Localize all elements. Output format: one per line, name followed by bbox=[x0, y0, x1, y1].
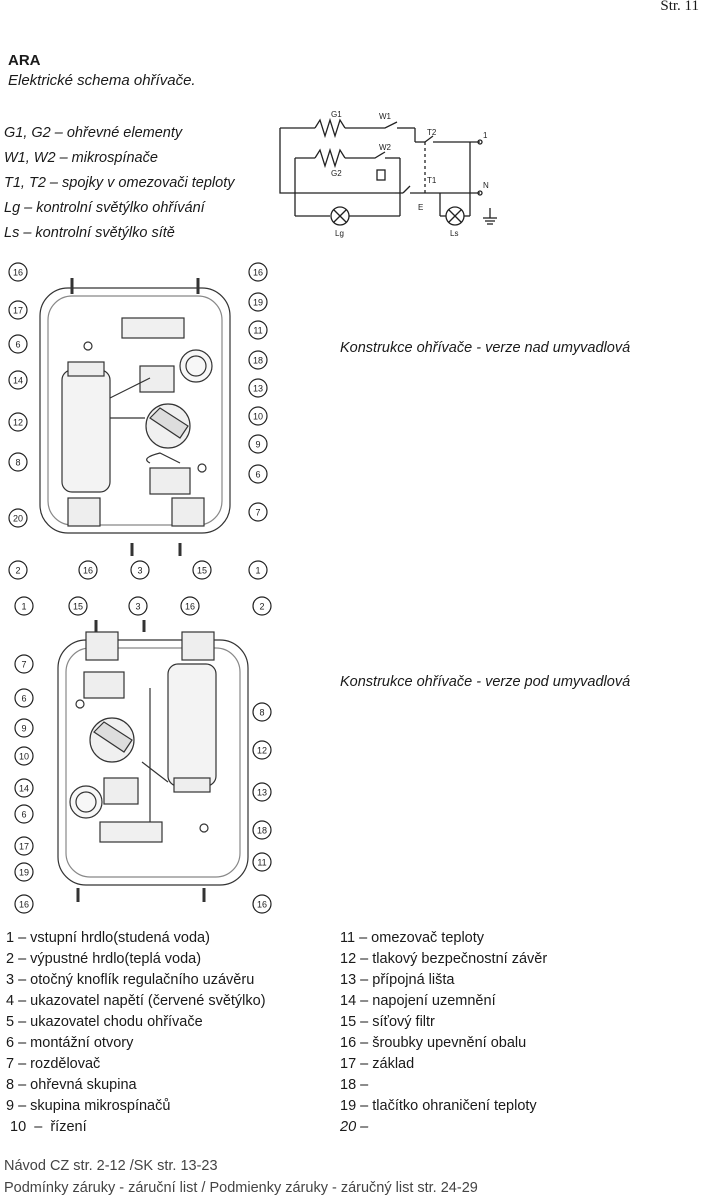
callout-number: 16 bbox=[83, 566, 93, 576]
callout-number: 7 bbox=[255, 508, 260, 518]
callout-number: 19 bbox=[253, 298, 263, 308]
callout-number: 14 bbox=[13, 376, 23, 386]
callout-number: 16 bbox=[253, 268, 263, 278]
callout-number: 19 bbox=[19, 868, 29, 878]
part-item: 19 – tlačítko ohraničení teploty bbox=[340, 1098, 537, 1114]
label-ls: Ls bbox=[450, 229, 458, 238]
label-1: 1 bbox=[483, 131, 488, 140]
callout-number: 8 bbox=[15, 458, 20, 468]
callout-number: 2 bbox=[259, 602, 264, 612]
callout-number: 7 bbox=[21, 660, 26, 670]
callout-number: 1 bbox=[255, 566, 260, 576]
legend-item: T1, T2 – spojky v omezovači teploty bbox=[4, 175, 235, 191]
callout-number: 11 bbox=[257, 858, 266, 868]
electric-schematic: G1 G2 W1 W2 T2 T1 1 N Lg Ls E bbox=[279, 110, 497, 238]
label-e: E bbox=[418, 203, 423, 212]
section-subtitle: Elektrické schema ohřívače. bbox=[8, 72, 196, 89]
legend-item: Lg – kontrolní světýlko ohřívání bbox=[4, 200, 205, 216]
callout-number: 6 bbox=[255, 470, 260, 480]
diagram-caption-below: Konstrukce ohřívače - verze pod umyvadlo… bbox=[340, 674, 631, 690]
label-w1: W1 bbox=[379, 112, 392, 121]
part-item: 16 – šroubky upevnění obalu bbox=[340, 1035, 527, 1051]
callout-number: 13 bbox=[253, 384, 263, 394]
callout-number: 6 bbox=[21, 694, 26, 704]
part-item: 13 – přípojná lišta bbox=[340, 972, 455, 988]
label-lg: Lg bbox=[335, 229, 344, 238]
callout-number: 16 bbox=[19, 900, 29, 910]
construction-diagram-below-sink: 1 15 3 16 2 7 6 8 9 12 10 14 13 6 18 17 11 19 16 16 bbox=[14, 596, 272, 914]
parts-list-right: 11 – omezovač teploty 12 – tlakový bezpe… bbox=[340, 928, 547, 1138]
legend-item: W1, W2 – mikrospínače bbox=[4, 150, 158, 166]
footer-line: Podmínky záruky - záruční list / Podmien… bbox=[4, 1180, 478, 1196]
callout-number: 14 bbox=[19, 784, 29, 794]
part-item: 12 – tlakový bezpečnostní závěr bbox=[340, 951, 548, 967]
callout-number: 8 bbox=[259, 708, 264, 718]
part-item: 2 – výpustné hrdlo(teplá voda) bbox=[6, 951, 202, 967]
part-item: 8 – ohřevná skupina bbox=[6, 1077, 137, 1093]
callout-number: 17 bbox=[13, 306, 23, 316]
part-item: 4 – ukazovatel napětí (červené světýlko) bbox=[6, 993, 266, 1009]
part-item: 9 – skupina mikrospínačů bbox=[6, 1098, 171, 1114]
diagram-caption-above: Konstrukce ohřívače - verze nad umyvadlo… bbox=[340, 340, 631, 356]
callout-number: 1 bbox=[21, 602, 26, 612]
section-title: ARA bbox=[8, 52, 41, 69]
part-item: 11 – omezovač teploty bbox=[340, 930, 485, 946]
part-item: 15 – síťový filtr bbox=[340, 1014, 435, 1030]
callout-number: 10 bbox=[253, 412, 263, 422]
callout-number: 16 bbox=[13, 268, 23, 278]
callout-number: 6 bbox=[21, 810, 26, 820]
callout-number: 15 bbox=[73, 602, 83, 612]
callout-number: 15 bbox=[197, 566, 207, 576]
callout-number: 3 bbox=[135, 602, 140, 612]
footer-line: Návod CZ str. 2-12 /SK str. 13-23 bbox=[4, 1158, 218, 1174]
part-item: 3 – otočný knoflík regulačního uzávěru bbox=[6, 972, 255, 988]
part-item: 17 – základ bbox=[340, 1056, 415, 1072]
callout-number: 16 bbox=[185, 602, 195, 612]
part-item: 14 – napojení uzemnění bbox=[340, 993, 496, 1009]
callout-number: 10 bbox=[19, 752, 29, 762]
label-n: N bbox=[483, 181, 489, 190]
callout-number: 12 bbox=[257, 746, 267, 756]
callout-number: 9 bbox=[255, 440, 260, 450]
callout-number: 16 bbox=[257, 900, 267, 910]
label-w2: W2 bbox=[379, 143, 392, 152]
label-t2: T2 bbox=[427, 128, 437, 137]
construction-diagram-above-sink: 16 16 17 19 11 6 18 14 13 12 10 9 8 6 20 7 2 16 3 15 1 bbox=[8, 262, 268, 580]
part-item: 20 – bbox=[340, 1119, 369, 1135]
label-g1: G1 bbox=[331, 110, 342, 119]
part-item: 6 – montážní otvory bbox=[6, 1035, 134, 1051]
callout-number: 18 bbox=[257, 826, 267, 836]
legend-item: G1, G2 – ohřevné elementy bbox=[4, 125, 183, 141]
page-number: Str. 11 bbox=[660, 0, 699, 14]
callout-number: 3 bbox=[137, 566, 142, 576]
part-item: 7 – rozdělovač bbox=[6, 1056, 101, 1072]
callout-number: 11 bbox=[253, 326, 262, 336]
callout-number: 6 bbox=[15, 340, 20, 350]
label-t1: T1 bbox=[427, 176, 437, 185]
part-item: 10 – řízení bbox=[6, 1119, 87, 1135]
callout-number: 20 bbox=[13, 514, 23, 524]
callout-number: 12 bbox=[13, 418, 23, 428]
part-item: 1 – vstupní hrdlo(studená voda) bbox=[6, 930, 210, 946]
parts-list-left: 1 – vstupní hrdlo(studená voda) 2 – výpu… bbox=[6, 928, 266, 1138]
legend-item: Ls – kontrolní světýlko sítě bbox=[4, 225, 175, 241]
callout-number: 2 bbox=[15, 566, 20, 576]
callout-number: 13 bbox=[257, 788, 267, 798]
callout-number: 9 bbox=[21, 724, 26, 734]
part-item: 5 – ukazovatel chodu ohřívače bbox=[6, 1014, 203, 1030]
part-item: 18 – bbox=[340, 1077, 369, 1093]
label-g2: G2 bbox=[331, 169, 342, 178]
callout-number: 18 bbox=[253, 356, 263, 366]
callout-number: 17 bbox=[19, 842, 29, 852]
